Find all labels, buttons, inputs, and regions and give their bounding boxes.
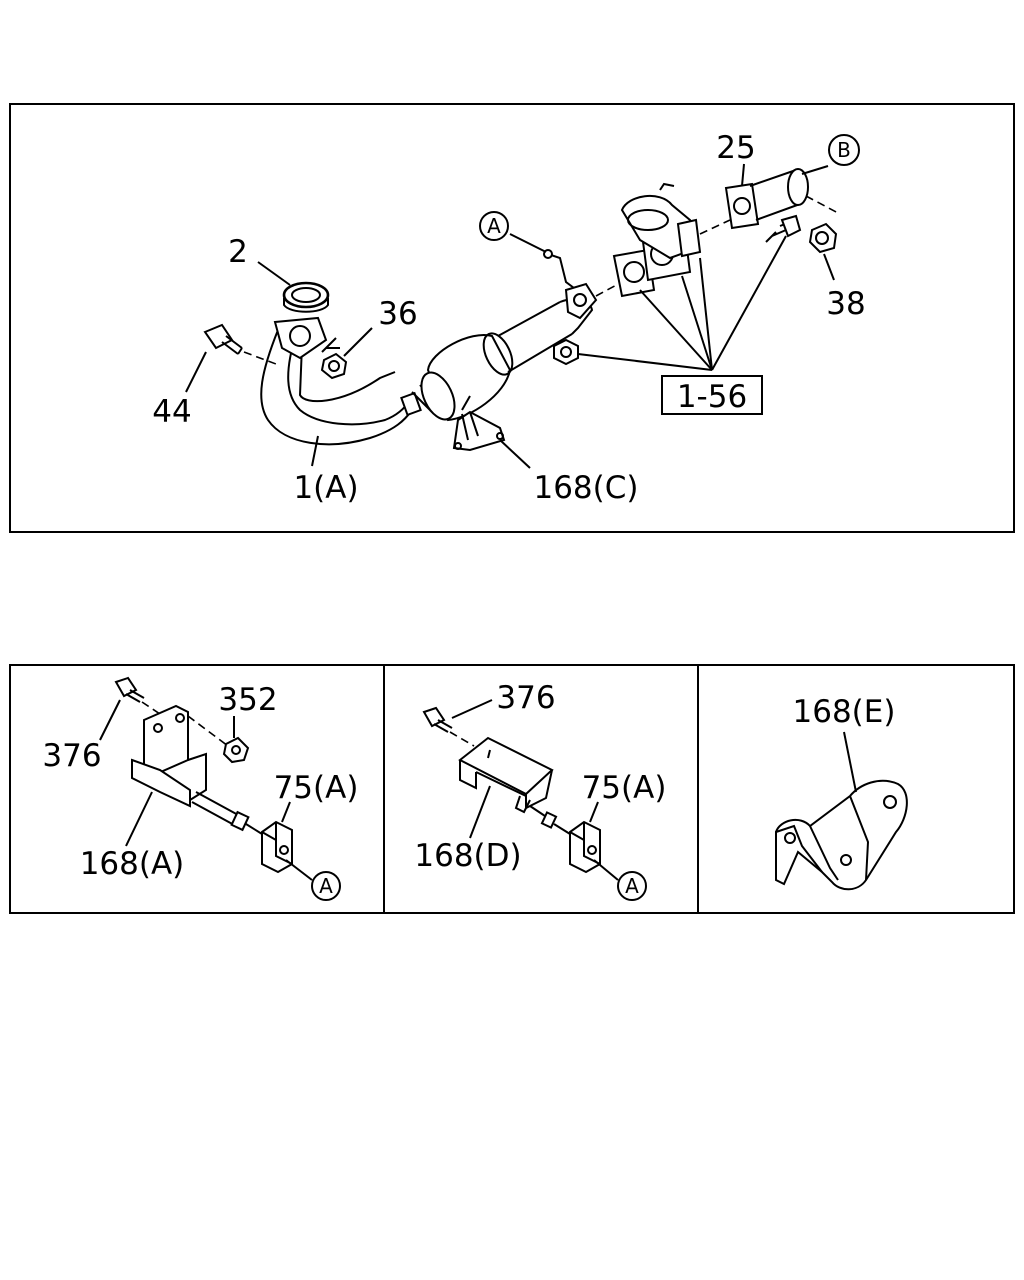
top-panel: 2 36 44 1(A) 168(C) 25 38 1-56 A B — [9, 103, 1015, 533]
callout-a-middle-text: A — [625, 874, 639, 898]
bolt-44-drawing — [203, 323, 277, 365]
label-bolt-376-left: 376 — [42, 738, 101, 774]
label-bracket-168d: 168(D) — [414, 838, 521, 874]
nut-38-drawing — [765, 214, 838, 254]
gasket-ring-drawing — [282, 281, 330, 313]
callout-b-circle — [828, 134, 860, 166]
top-panel-frame — [9, 103, 1015, 533]
callout-a-left-text: A — [319, 874, 333, 898]
callout-b-text: B — [837, 138, 851, 162]
nut-1-56-drawing — [553, 338, 579, 366]
label-rubber-75a-middle: 75(A) — [582, 770, 667, 806]
bottom-panel-frame — [9, 664, 1015, 914]
label-front-pipe: 1(A) — [293, 470, 358, 506]
flange-gaskets-drawing — [595, 182, 731, 298]
catalytic-converter-drawing — [420, 249, 598, 422]
flange-pipe-25-drawing — [724, 168, 841, 230]
callout-a-circle — [479, 211, 509, 241]
top-leader-lines — [185, 163, 835, 469]
label-bracket-168a: 168(A) — [80, 846, 185, 882]
callout-a-text: A — [487, 214, 501, 238]
callout-a-left-circle — [311, 871, 341, 901]
label-bolt-44: 44 — [152, 394, 191, 430]
bottom-panels: 376 352 168(A) 75(A) A — [9, 664, 1015, 914]
label-nut-352: 352 — [218, 682, 277, 718]
label-nut-38: 38 — [826, 286, 865, 322]
label-flange-pipe-25: 25 — [716, 130, 755, 166]
label-nut-36: 36 — [378, 296, 417, 332]
callout-a-middle-circle — [617, 871, 647, 901]
label-rubber-75a-left: 75(A) — [274, 770, 359, 806]
bottom-left-panel: 376 352 168(A) 75(A) A — [42, 676, 359, 901]
reference-box — [661, 375, 763, 415]
bottom-right-panel: 168(E) — [775, 694, 908, 891]
label-bracket-168c: 168(C) — [533, 470, 638, 506]
bottom-middle-panel: 376 168(D) 75(A) A — [414, 680, 667, 901]
label-bolt-376-middle: 376 — [496, 680, 555, 716]
label-reference-1-56: 1-56 — [677, 379, 747, 415]
label-gasket-2: 2 — [228, 234, 248, 270]
front-pipe-drawing — [260, 316, 441, 446]
label-bracket-168e: 168(E) — [793, 694, 896, 730]
nut-36-drawing — [320, 337, 348, 380]
bracket-168c-drawing — [452, 395, 506, 452]
